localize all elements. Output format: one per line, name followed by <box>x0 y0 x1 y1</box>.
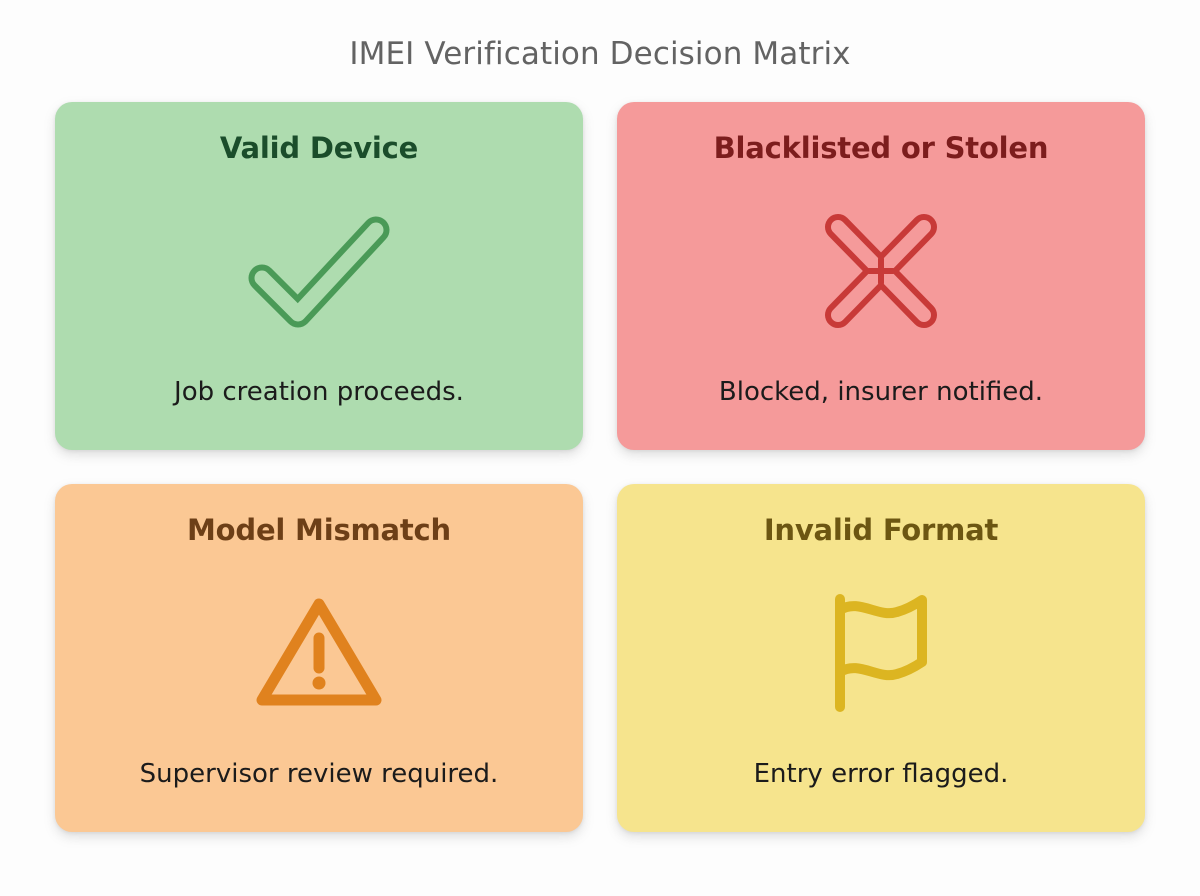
card-title-blacklisted-or-stolen: Blacklisted or Stolen <box>713 131 1049 166</box>
card-title-valid-device: Valid Device <box>219 131 419 166</box>
card-valid-device[interactable]: Valid Device Job creation proceeds. <box>55 102 583 451</box>
card-caption-model-mismatch: Supervisor review required. <box>139 759 499 789</box>
card-caption-blacklisted-or-stolen: Blocked, insurer notified. <box>718 377 1044 407</box>
card-model-mismatch[interactable]: Model Mismatch Supervisor review require… <box>55 484 583 833</box>
card-blacklisted-or-stolen[interactable]: Blacklisted or Stolen <box>617 102 1145 451</box>
card-title-invalid-format: Invalid Format <box>763 513 999 548</box>
card-title-model-mismatch: Model Mismatch <box>187 513 451 548</box>
decision-matrix-grid: Valid Device Job creation proceeds. Blac… <box>55 102 1145 833</box>
flag-icon <box>643 548 1119 759</box>
card-caption-valid-device: Job creation proceeds. <box>174 377 464 407</box>
warning-triangle-icon <box>81 548 557 759</box>
page-title: IMEI Verification Decision Matrix <box>349 36 851 72</box>
check-icon <box>81 166 557 377</box>
card-invalid-format[interactable]: Invalid Format Entry error flagged. <box>617 484 1145 833</box>
cross-icon <box>643 166 1119 377</box>
card-caption-invalid-format: Entry error flagged. <box>753 759 1009 789</box>
